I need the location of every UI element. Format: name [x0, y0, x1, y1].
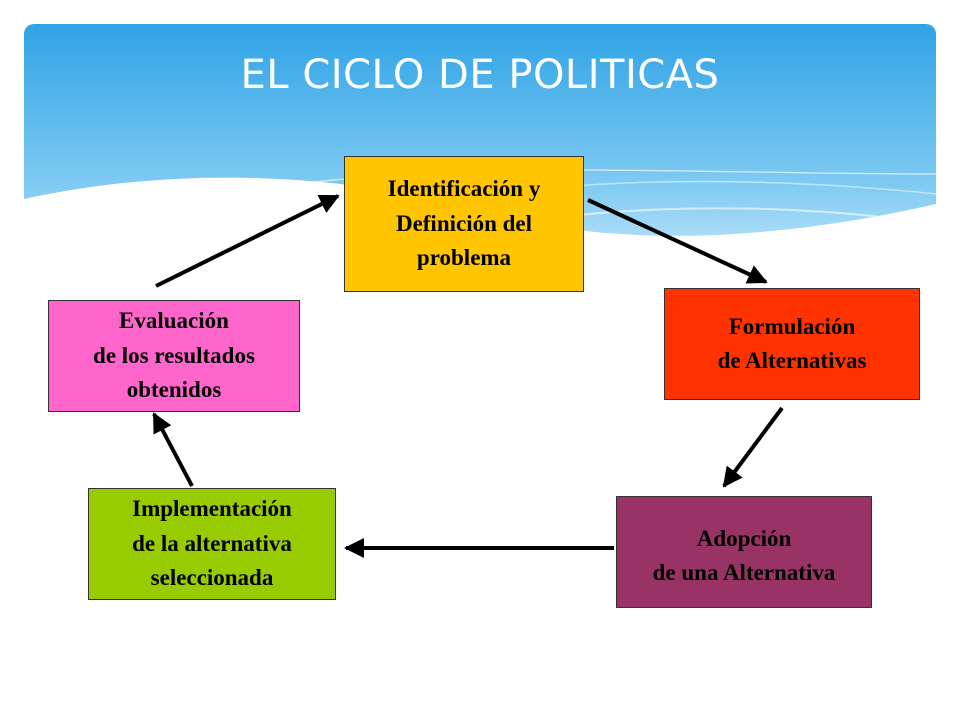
stage-formulacion-line-1: Formulación — [728, 313, 856, 339]
stage-adopcion-box: Adopción de una Alternativa — [616, 496, 872, 608]
stage-evaluacion-line-3: obtenidos — [126, 377, 222, 403]
stage-evaluacion-line-1: Evaluación — [119, 308, 229, 334]
arrow-evaluacion-to-identificacion — [155, 194, 340, 288]
stage-implementacion-line-1: Implementación — [132, 496, 292, 522]
arrow-formulacion-to-adopcion — [722, 406, 784, 488]
slide-title: EL CICLO DE POLITICAS — [240, 52, 720, 98]
arrow-identificacion-to-formulacion — [587, 198, 768, 284]
stage-identificacion-line-2: Definición del — [395, 210, 533, 236]
stage-implementacion-line-2: de la alternativa — [132, 530, 292, 556]
stage-implementacion-line-3: seleccionada — [150, 565, 274, 591]
stage-adopcion-line-2: de una Alternativa — [652, 560, 836, 585]
stage-identificacion-box: Identificación y Definición del problema — [344, 156, 584, 292]
stage-implementacion-box: Implementación de la alternativa selecci… — [88, 488, 336, 600]
stage-formulacion-box: Formulación de Alternativas — [664, 288, 920, 400]
arrow-implementacion-to-evaluacion — [152, 412, 194, 487]
stage-identificacion-line-1: Identificación y — [387, 176, 541, 202]
stage-evaluacion-line-2: de los resultados — [93, 342, 255, 368]
stage-formulacion-line-2: de Alternativas — [717, 348, 867, 373]
stage-evaluacion-box: Evaluación de los resultados obtenidos — [48, 300, 300, 412]
stage-adopcion-line-1: Adopción — [696, 525, 792, 551]
stage-identificacion-line-3: problema — [416, 245, 512, 271]
